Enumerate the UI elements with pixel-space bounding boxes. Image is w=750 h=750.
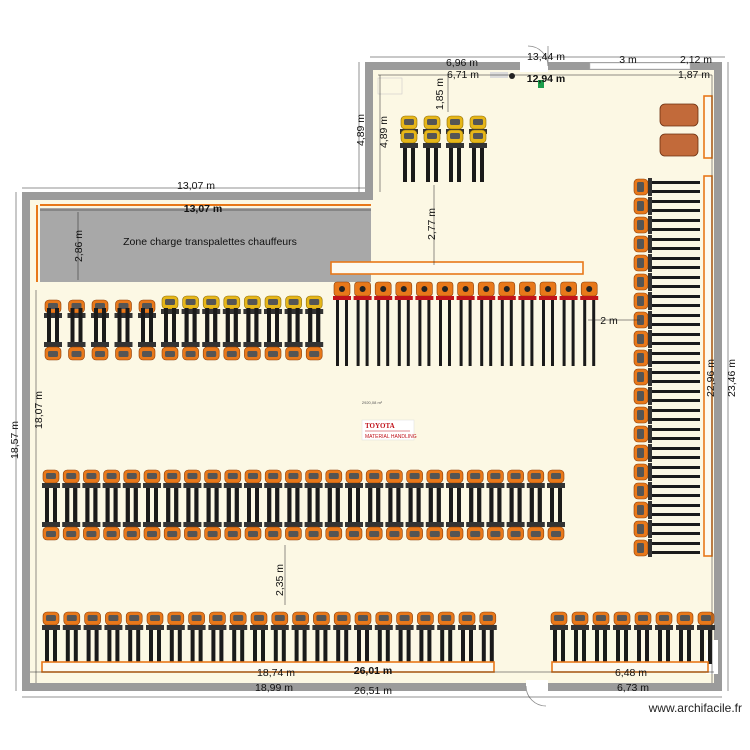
brand-subtitle: MATERIAL HANDLING xyxy=(365,434,417,440)
credit-link[interactable]: www.archifacile.fr xyxy=(648,701,742,715)
charging-zone: Zone charge transpalettes chauffeurs xyxy=(36,204,371,282)
dim-top-inner-left: 6,96 m xyxy=(446,57,478,69)
dim-left-inner: 18,07 m xyxy=(33,391,45,429)
dim-top-right-3: 3 m xyxy=(619,54,637,66)
dim-bottom-inner-left: 18,74 m xyxy=(257,667,295,679)
strip-right-top xyxy=(703,95,713,159)
dim-mid-inner: 13,07 m xyxy=(184,203,223,215)
dim-top-right-b: 1,87 m xyxy=(678,69,710,81)
dim-zone-height: 2,86 m xyxy=(73,230,85,262)
building-walls xyxy=(22,62,722,691)
dim-mid-outer: 13,07 m xyxy=(177,180,215,192)
dim-top-outer: 13,44 m xyxy=(527,51,565,63)
dim-top-right-a: 2,12 m xyxy=(680,54,712,66)
zone-label: Zone charge transpalettes chauffeurs xyxy=(123,236,297,248)
strip-upper xyxy=(330,261,584,275)
dim-right-outer: 23,46 m xyxy=(726,359,738,397)
dim-aisle-right: 2 m xyxy=(600,315,618,327)
dim-top-inner-left-2: 6,71 m xyxy=(447,69,479,81)
dim-bottom-inner-right: 6,48 m xyxy=(615,667,647,679)
dim-bottom-outer-mid: 26,51 m xyxy=(354,685,392,697)
tugger-2 xyxy=(659,133,699,157)
brand-name: TOYOTA xyxy=(365,422,395,430)
dim-aisle-lower: 2,35 m xyxy=(274,564,286,596)
dim-step-inner: 4,89 m xyxy=(378,116,390,148)
tugger-group-top-right xyxy=(659,103,699,157)
dim-step-outer: 4,89 m xyxy=(355,114,367,146)
area-label: 2920,08 m² xyxy=(362,400,383,405)
dimension-lines xyxy=(15,56,729,698)
dim-bottom-outer-left: 18,99 m xyxy=(255,682,293,694)
tugger-1 xyxy=(659,103,699,127)
dim-bottom-inner-mid: 26,01 m xyxy=(354,665,393,677)
dim-right-inner: 22,96 m xyxy=(705,359,717,397)
dimension-labels: 6,96 m 6,71 m 13,44 m 12,94 m 3 m 2,12 m… xyxy=(9,51,738,697)
dim-vertical-small: 1,85 m xyxy=(434,78,446,110)
dim-left-outer: 18,57 m xyxy=(9,421,21,459)
dim-bottom-outer-right: 6,73 m xyxy=(617,682,649,694)
brand-logo: TOYOTA MATERIAL HANDLING xyxy=(361,419,417,441)
dim-aisle-upper: 2,77 m xyxy=(426,208,438,240)
dim-top-inner: 12,94 m xyxy=(527,73,566,85)
